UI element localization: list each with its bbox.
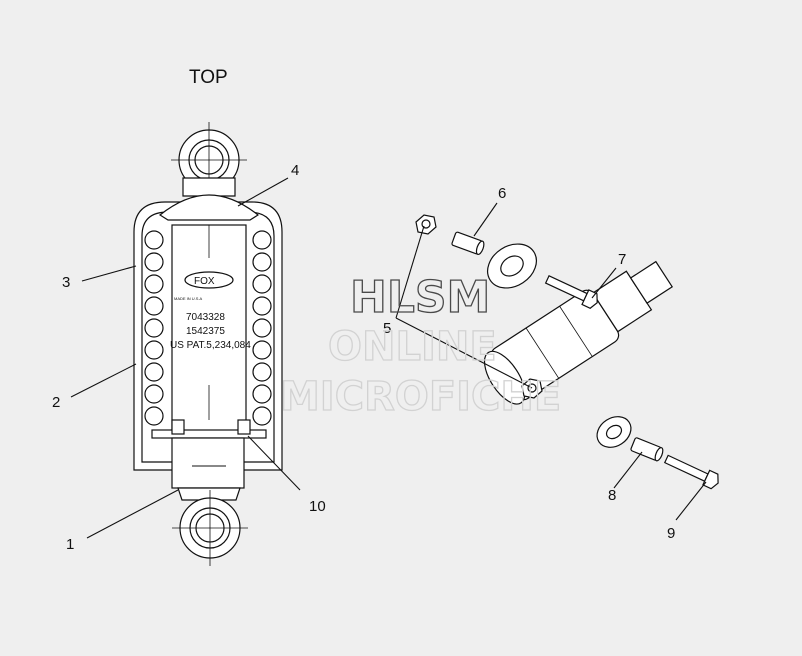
callout-2: 2 <box>52 394 60 411</box>
callout-3: 3 <box>62 274 70 291</box>
watermark-line3: MICROFICHE <box>280 374 561 420</box>
bushing-lower <box>630 437 664 462</box>
top-eyelet <box>171 122 247 198</box>
shock-front-view: FOX MADE IN U.S.A 7043328 1542375 US PAT… <box>133 122 283 566</box>
leader-lines <box>70 177 707 539</box>
stamp-part-number-2: 1542375 <box>186 326 225 337</box>
nut-upper <box>415 214 437 235</box>
watermark: HLSM ONLINE MICROFICHE <box>279 271 562 420</box>
stamp-logo: FOX <box>194 276 215 287</box>
watermark-line1: HLSM <box>350 272 490 323</box>
callout-4: 4 <box>291 162 299 179</box>
callout-7: 7 <box>618 251 626 268</box>
callout-6: 6 <box>498 185 506 202</box>
callout-numbers: 1 2 3 4 5 6 7 8 9 10 <box>52 162 675 553</box>
stamp-part-number-1: 7043328 <box>186 312 225 323</box>
shock-stamp: FOX MADE IN U.S.A 7043328 1542375 US PAT… <box>170 271 251 351</box>
callout-8: 8 <box>608 487 616 504</box>
view-label-top: TOP <box>189 67 228 88</box>
shock-side-view <box>415 214 719 490</box>
stamp-patent: US PAT.5,234,084 <box>170 340 251 351</box>
bushing-upper <box>451 231 485 256</box>
callout-1: 1 <box>66 536 74 553</box>
bolt-upper <box>544 275 598 309</box>
callout-9: 9 <box>667 525 675 542</box>
bottom-eyelet <box>172 490 248 566</box>
spring-coils-right <box>252 230 272 426</box>
watermark-line2: ONLINE <box>328 324 497 370</box>
bolt-lower <box>663 454 719 490</box>
callout-10: 10 <box>309 498 326 515</box>
spring-coils-left <box>144 230 164 426</box>
stamp-small-text: MADE IN U.S.A <box>174 296 203 301</box>
callout-5: 5 <box>383 320 391 337</box>
